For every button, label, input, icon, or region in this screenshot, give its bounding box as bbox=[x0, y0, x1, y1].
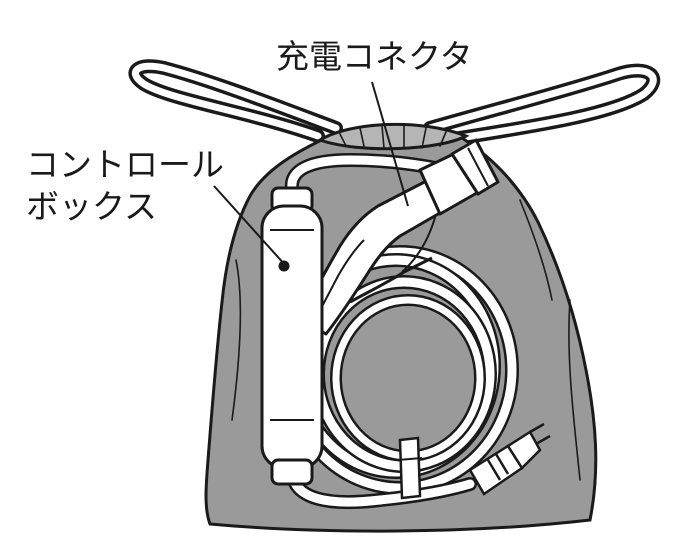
charging-connector bbox=[298, 138, 500, 336]
leader-control-box bbox=[213, 185, 287, 267]
callout-charging-connector: 充電コネクタ bbox=[276, 37, 473, 76]
wall-plug bbox=[468, 422, 551, 496]
cable-strap bbox=[397, 436, 423, 500]
callout-control-box: コントロール ボックス bbox=[26, 146, 224, 226]
bag-gathered-top bbox=[316, 122, 470, 151]
callout-control-box-line1: コントロール bbox=[26, 145, 224, 184]
drawstring bbox=[128, 59, 661, 147]
bag-folds bbox=[231, 125, 581, 481]
callout-control-box-line2: ボックス bbox=[26, 187, 158, 226]
cable-lower bbox=[285, 463, 477, 510]
control-box bbox=[260, 186, 324, 486]
leader-lines bbox=[213, 81, 409, 267]
coil-center bbox=[344, 308, 472, 448]
leader-charging-connector bbox=[371, 81, 409, 207]
